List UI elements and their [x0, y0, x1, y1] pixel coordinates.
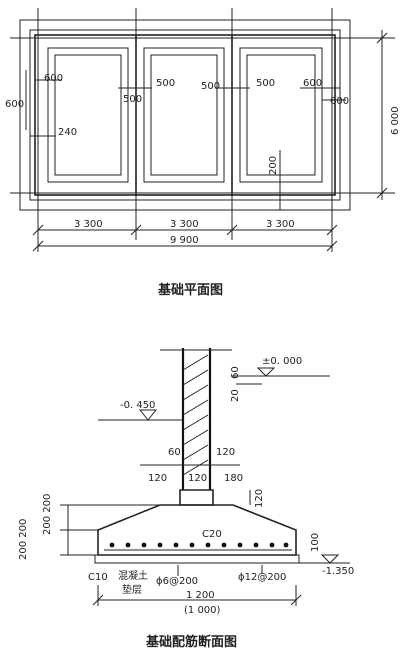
section-cushion — [94, 554, 300, 564]
level-marker-m1350 — [320, 554, 340, 564]
dim-span-3: 3 300 — [266, 219, 295, 230]
concrete-grade-c10: C10 — [88, 572, 108, 583]
section-rebars — [109, 542, 289, 548]
plan-room-1-inner — [54, 54, 122, 176]
level-marker-zero — [256, 367, 276, 377]
rebar-spec-a: ϕ6@200 — [156, 576, 198, 587]
plan-room-2 — [143, 47, 225, 183]
dim-500-d: 500 — [256, 78, 275, 89]
plan-room-3 — [239, 47, 323, 183]
plan-wall-outline — [34, 34, 336, 196]
section-footing — [97, 504, 297, 556]
dim-total: 9 900 — [170, 235, 199, 246]
level-marker-m0450 — [138, 409, 158, 421]
dim-240: 240 — [58, 127, 77, 138]
dim-120-left: 120 — [148, 473, 167, 484]
cushion-label-1: 混凝土 — [118, 569, 148, 582]
dim-120-right: 120 — [216, 447, 235, 458]
dim-200-200-lower: 200 200 — [18, 519, 29, 560]
dim-20: 20 — [230, 389, 241, 402]
rebar-spec-b: ϕ12@200 — [238, 572, 286, 583]
dim-600-right-top: 600 — [303, 78, 322, 89]
dim-180: 180 — [224, 473, 243, 484]
dim-60-mid: 60 — [168, 447, 181, 458]
dim-width-paren: (1 000) — [184, 605, 221, 616]
section-title: 基础配筋断面图 — [145, 634, 237, 650]
level-m1350: -1.350 — [322, 566, 354, 577]
cushion-label-2: 垫层 — [122, 583, 142, 596]
foundation-plan: 6 000 600 600 240 500 500 500 500 600 60… — [5, 8, 401, 298]
dim-500-c: 500 — [201, 81, 220, 92]
dim-width: 1 200 — [186, 590, 215, 601]
concrete-grade-c20: C20 — [202, 529, 222, 540]
dim-500-a: 500 — [123, 94, 142, 105]
dim-100: 100 — [310, 533, 321, 552]
level-m0450: -0. 450 — [120, 400, 155, 411]
dim-600-right-side: 600 — [330, 96, 349, 107]
dim-120-step: 120 — [254, 489, 265, 508]
plan-room-1 — [47, 47, 129, 183]
dim-120-center: 120 — [188, 473, 207, 484]
plan-outer-outline — [19, 19, 351, 211]
dim-200: 200 — [268, 156, 279, 175]
dim-600-left-top: 600 — [44, 73, 63, 84]
section-step — [179, 489, 214, 506]
dim-600-left-side: 600 — [5, 99, 24, 110]
section-wall-hatch — [182, 354, 209, 476]
plan-footing-outline — [29, 29, 341, 201]
dim-500-b: 500 — [156, 78, 175, 89]
plan-room-3-inner — [246, 54, 316, 176]
dim-60-top: 60 — [230, 366, 241, 379]
dim-200-200-upper: 200 200 — [42, 494, 53, 535]
dim-span-2: 3 300 — [170, 219, 199, 230]
foundation-section: ±0. 000 60 20 -0. 450 60 120 120 120 180… — [18, 348, 354, 650]
plan-title: 基础平面图 — [157, 282, 223, 298]
dim-6000: 6 000 — [390, 106, 401, 135]
dim-span-1: 3 300 — [74, 219, 103, 230]
level-zero: ±0. 000 — [262, 356, 302, 367]
plan-room-2-inner — [150, 54, 218, 176]
